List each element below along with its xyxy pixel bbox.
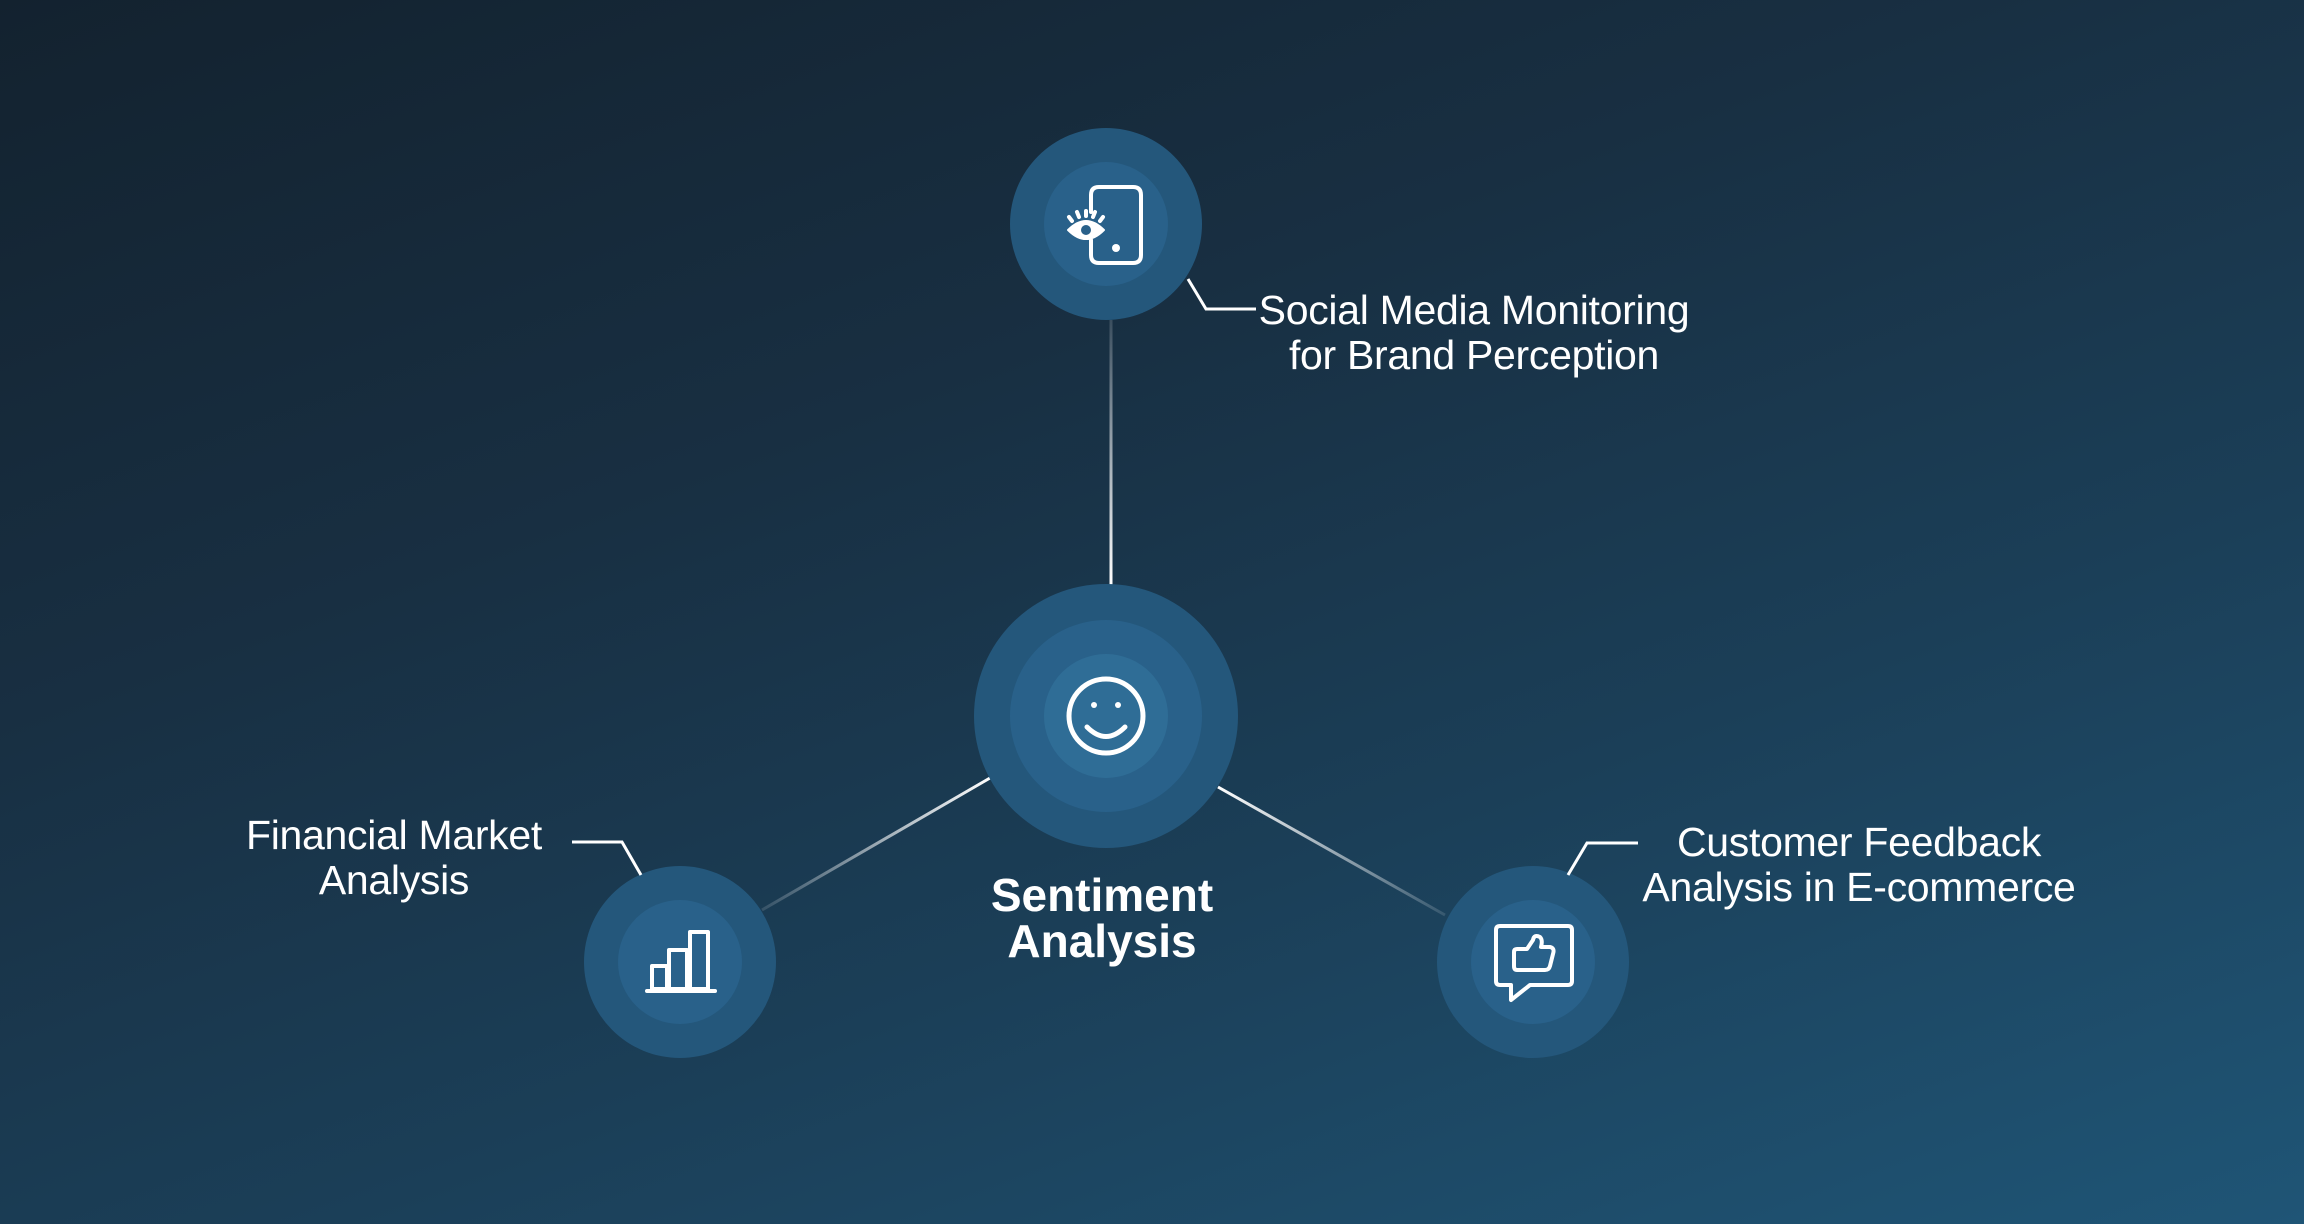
center-hub [974,584,1238,848]
label-line: Social Media Monitoring [1258,287,1690,333]
label-customer-feedback: Customer Feedback Analysis in E-commerce [1626,820,2092,910]
label-social-media: Social Media Monitoring for Brand Percep… [1258,288,1690,378]
spoke-line-left [761,776,991,912]
smiley-face-icon [1066,676,1146,756]
connector-financial-market [572,840,643,876]
label-line: for Brand Perception [1288,332,1660,378]
node-customer-feedback [1437,866,1629,1058]
center-title-line: Sentiment [990,869,1214,921]
label-line: Analysis [318,857,470,903]
node-social-media [1010,128,1202,320]
eye-phone-icon [1067,185,1143,265]
center-title-line: Analysis [1007,915,1197,967]
label-line: Customer Feedback [1676,819,2042,865]
node-financial-market [584,866,776,1058]
center-title: Sentiment Analysis [976,872,1228,964]
thumbs-up-chat-icon [1494,924,1574,1002]
spoke-line-right [1217,785,1446,917]
label-line: Financial Market [246,812,542,858]
label-line: Analysis in E-commerce [1642,864,2076,910]
connector-social-media [1186,278,1256,311]
label-financial-market: Financial Market Analysis [226,813,562,903]
connector-customer-feedback [1566,841,1638,876]
bar-chart-icon [645,930,717,993]
